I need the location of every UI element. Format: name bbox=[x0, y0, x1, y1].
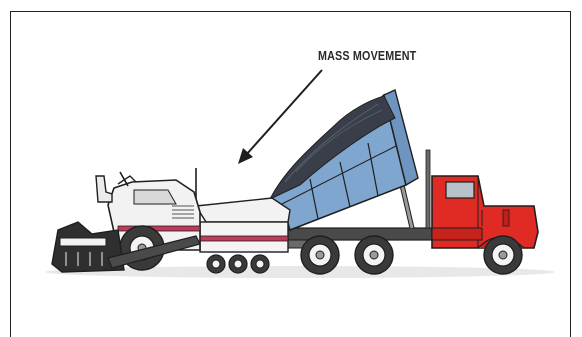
exhaust-stack bbox=[426, 150, 430, 228]
cab-window bbox=[446, 182, 474, 198]
grille bbox=[503, 210, 509, 226]
truck-wheel-front bbox=[484, 236, 522, 274]
engine-panel bbox=[134, 190, 176, 204]
paver-front-wheel-3 bbox=[251, 255, 269, 273]
dump-truck bbox=[266, 90, 538, 274]
truck-wheel-rear-2 bbox=[355, 236, 393, 274]
paver-front-wheel-2 bbox=[229, 255, 247, 273]
screed-walkway bbox=[60, 238, 106, 246]
asphalt-paver bbox=[52, 168, 290, 273]
paver-hopper bbox=[196, 198, 290, 222]
paver-front-wheel-1 bbox=[207, 255, 225, 273]
hopper-stripe bbox=[200, 236, 288, 241]
truck-wheel-rear-1 bbox=[301, 236, 339, 274]
operator-seat bbox=[96, 176, 112, 202]
